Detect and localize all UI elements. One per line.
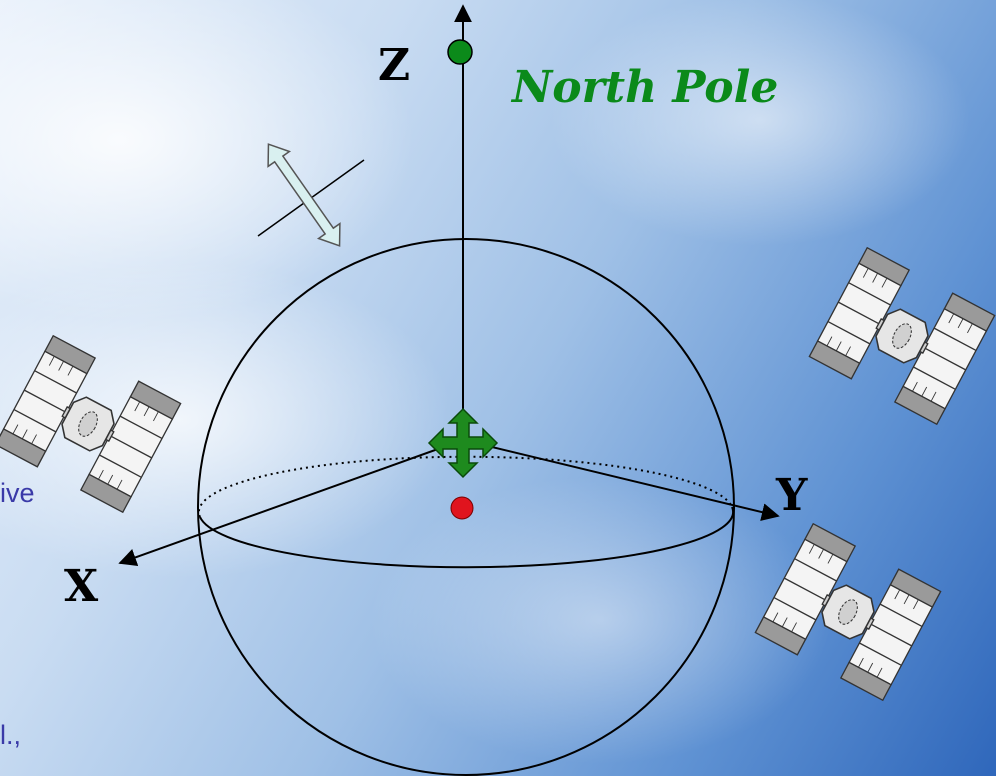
y-axis-label: Y — [775, 470, 808, 521]
x-axis-label: X — [64, 561, 99, 612]
double-arrow-icon — [257, 143, 365, 247]
north-pole-label: North Pole — [510, 62, 778, 113]
satellite-icon — [754, 522, 942, 702]
sphere-outline — [197, 238, 735, 776]
x-axis — [118, 439, 464, 567]
equator-front — [199, 506, 735, 569]
move-arrows-icon — [427, 407, 499, 479]
y-axis — [462, 439, 780, 521]
z-axis-label: Z — [378, 40, 410, 91]
satellite-icon — [0, 334, 182, 514]
center-point — [450, 496, 474, 520]
satellite-icon — [808, 246, 996, 426]
north-pole-marker — [447, 39, 473, 65]
text-fragment-ive: ive — [0, 478, 35, 508]
text-fragment-l: l., — [0, 720, 22, 750]
equator-back — [197, 455, 733, 518]
